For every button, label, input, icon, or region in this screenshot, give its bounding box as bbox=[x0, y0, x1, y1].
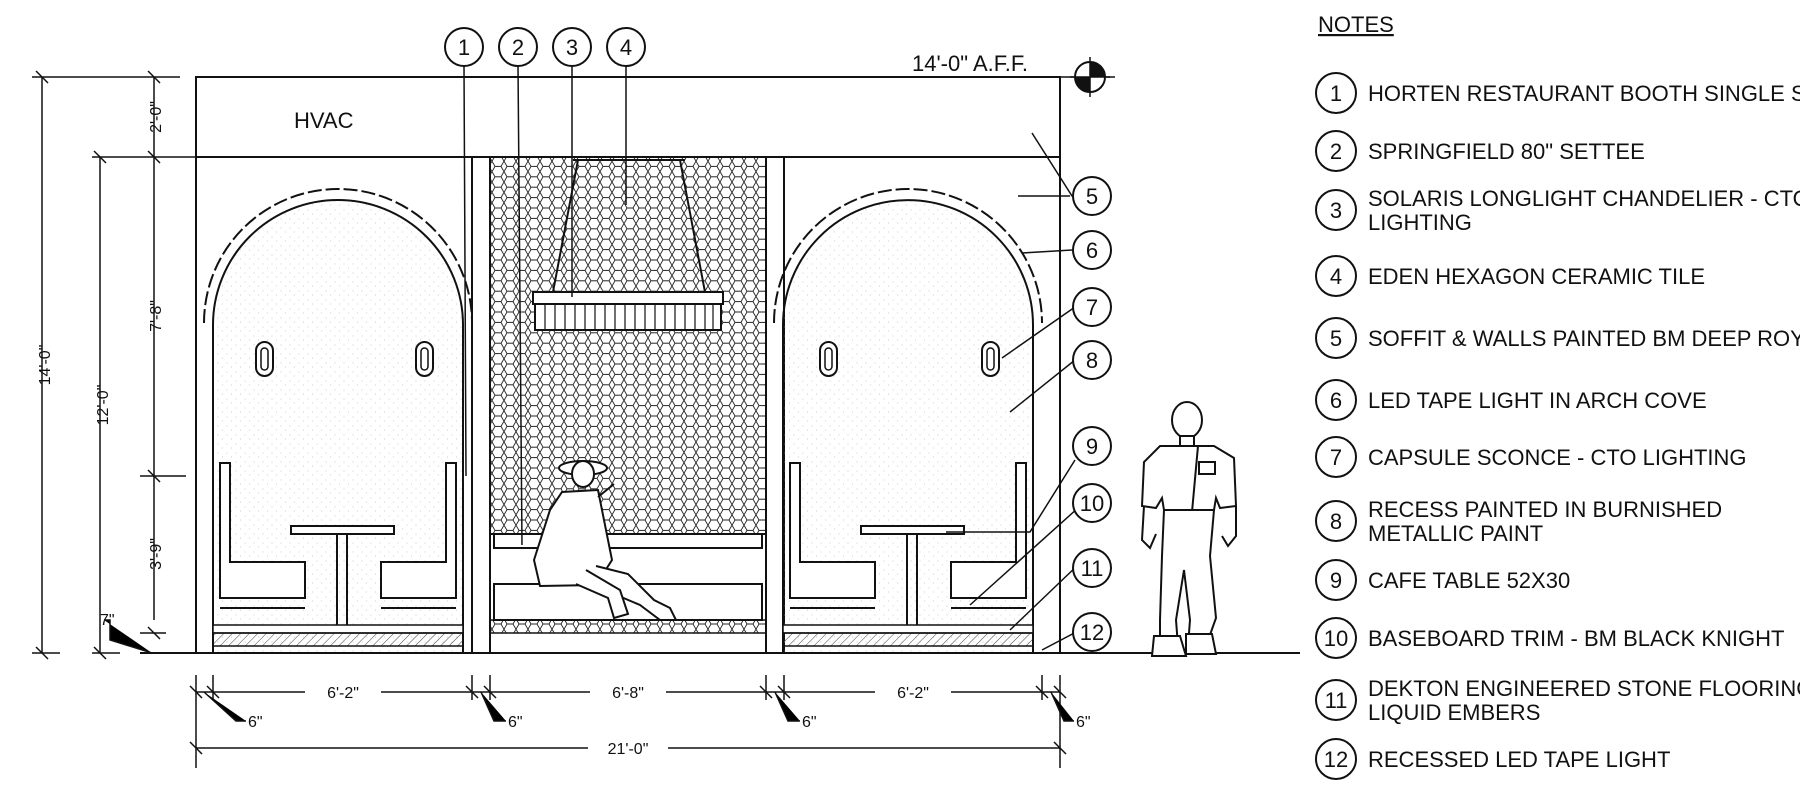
note-number-circle bbox=[1315, 130, 1357, 172]
callout-2-number: 2 bbox=[512, 35, 524, 60]
callout-7-number: 7 bbox=[1086, 295, 1098, 320]
note-number: 6 bbox=[1330, 388, 1342, 413]
hvac-label: HVAC bbox=[294, 108, 354, 133]
callout-12-number: 12 bbox=[1080, 620, 1104, 645]
note-text: SOFFIT & WALLS PAINTED BM DEEP ROYAL bbox=[1368, 326, 1800, 351]
note-number: 11 bbox=[1325, 688, 1348, 713]
note-text: DEKTON ENGINEERED STONE FLOORING bbox=[1368, 676, 1800, 701]
note-number: 10 bbox=[1324, 626, 1348, 651]
note-text: LIQUID EMBERS bbox=[1368, 700, 1540, 725]
note-text: HORTEN RESTAURANT BOOTH SINGLE SEAT bbox=[1368, 81, 1800, 106]
callout-9-number: 9 bbox=[1086, 434, 1098, 459]
callouts-side: 5 6 7 8 9 10 11 12 bbox=[946, 132, 1112, 652]
callout-8-number: 8 bbox=[1086, 348, 1098, 373]
note-item: 2 SPRINGFIELD 80" SETTEE bbox=[1315, 130, 1645, 172]
hexagon-tile-wall bbox=[489, 156, 767, 634]
note-item: 5 SOFFIT & WALLS PAINTED BM DEEP ROYAL bbox=[1315, 317, 1800, 359]
aff-label: 14'-0" A.F.F. bbox=[912, 51, 1028, 76]
note-text: CAFE TABLE 52X30 bbox=[1368, 568, 1570, 593]
dim-pilaster-2: 6" bbox=[508, 714, 523, 731]
note-number: 4 bbox=[1330, 264, 1342, 289]
note-number-circle bbox=[1315, 72, 1357, 114]
note-text: CAPSULE SCONCE - CTO LIGHTING bbox=[1368, 445, 1747, 470]
note-number: 5 bbox=[1330, 326, 1342, 351]
note-number: 12 bbox=[1324, 747, 1348, 772]
note-text: LED TAPE LIGHT IN ARCH COVE bbox=[1368, 388, 1707, 413]
note-number-circle bbox=[1315, 559, 1357, 601]
callout-1-number: 1 bbox=[458, 35, 470, 60]
standing-figure bbox=[1140, 401, 1238, 657]
note-item: 10 BASEBOARD TRIM - BM BLACK KNIGHT bbox=[1315, 617, 1784, 659]
note-text: RECESS PAINTED IN BURNISHED bbox=[1368, 497, 1722, 522]
note-number-circle bbox=[1315, 617, 1357, 659]
dim-overall-width: 21'-0" bbox=[608, 741, 649, 758]
callout-5-number: 5 bbox=[1086, 184, 1098, 209]
note-item: 4 EDEN HEXAGON CERAMIC TILE bbox=[1315, 255, 1705, 297]
note-text: EDEN HEXAGON CERAMIC TILE bbox=[1368, 264, 1705, 289]
dim-pilaster-1: 6" bbox=[248, 714, 263, 731]
note-number-circle bbox=[1315, 189, 1357, 231]
dim-pilaster-4: 6" bbox=[1076, 714, 1091, 731]
note-number: 9 bbox=[1330, 568, 1342, 593]
callout-3-number: 3 bbox=[566, 35, 578, 60]
notes-title: NOTES bbox=[1318, 12, 1394, 37]
callout-11-number: 11 bbox=[1081, 556, 1104, 581]
chandelier bbox=[532, 159, 724, 331]
note-item: 12 RECESSED LED TAPE LIGHT bbox=[1315, 738, 1670, 780]
dim-arch-height: 7'-8" bbox=[148, 300, 165, 332]
note-item: 11 DEKTON ENGINEERED STONE FLOORINGLIQUID… bbox=[1315, 676, 1800, 725]
note-item: 7 CAPSULE SCONCE - CTO LIGHTING bbox=[1315, 436, 1747, 478]
callout-6-number: 6 bbox=[1086, 238, 1098, 263]
dim-overall-height: 14'-0" bbox=[37, 345, 54, 386]
dim-pilaster-3: 6" bbox=[802, 714, 817, 731]
note-number: 1 bbox=[1330, 81, 1342, 106]
note-number-circle bbox=[1315, 500, 1357, 542]
left-booth bbox=[203, 188, 473, 653]
note-number-circle bbox=[1315, 379, 1357, 421]
outer-wall bbox=[195, 76, 1061, 654]
section-target-symbol bbox=[1070, 57, 1110, 97]
note-number-circle bbox=[1315, 317, 1357, 359]
note-number: 7 bbox=[1330, 445, 1342, 470]
note-item: 6 LED TAPE LIGHT IN ARCH COVE bbox=[1315, 379, 1707, 421]
dim-left-booth-width: 6'-2" bbox=[327, 685, 359, 702]
note-item: 1 HORTEN RESTAURANT BOOTH SINGLE SEAT bbox=[1315, 72, 1800, 114]
note-number-circle bbox=[1315, 255, 1357, 297]
seated-figure bbox=[532, 460, 678, 621]
note-item: 9 CAFE TABLE 52X30 bbox=[1315, 559, 1570, 601]
dim-base-height: 7" bbox=[100, 612, 115, 629]
vertical-dimensions bbox=[32, 70, 196, 660]
notes-legend: NOTES 1 HORTEN RESTAURANT BOOTH SINGLE SE… bbox=[1315, 12, 1800, 780]
note-item: 3 SOLARIS LONGLIGHT CHANDELIER - CTOLIGHT… bbox=[1315, 186, 1800, 235]
callouts-top: 1 2 3 4 bbox=[444, 27, 646, 546]
note-number: 3 bbox=[1330, 198, 1342, 223]
note-text: SOLARIS LONGLIGHT CHANDELIER - CTO bbox=[1368, 186, 1800, 211]
note-text: LIGHTING bbox=[1368, 210, 1472, 235]
note-text: METALLIC PAINT bbox=[1368, 521, 1543, 546]
right-booth bbox=[773, 188, 1043, 653]
dim-soffit-height: 12'-0" bbox=[95, 385, 112, 426]
dim-seat-height: 3'-9" bbox=[148, 538, 165, 570]
note-number: 8 bbox=[1330, 509, 1342, 534]
note-number: 2 bbox=[1330, 139, 1342, 164]
note-number-circle bbox=[1315, 679, 1357, 721]
callout-4-number: 4 bbox=[620, 35, 632, 60]
note-number-circle bbox=[1315, 738, 1357, 780]
callout-10-number: 10 bbox=[1080, 491, 1104, 516]
note-text: SPRINGFIELD 80" SETTEE bbox=[1368, 139, 1645, 164]
dim-right-booth-width: 6'-2" bbox=[897, 685, 929, 702]
note-number-circle bbox=[1315, 436, 1357, 478]
dim-soffit-depth: 2'-0" bbox=[148, 101, 165, 133]
dim-settee-width: 6'-8" bbox=[612, 685, 644, 702]
note-text: RECESSED LED TAPE LIGHT bbox=[1368, 747, 1670, 772]
note-text: BASEBOARD TRIM - BM BLACK KNIGHT bbox=[1368, 626, 1784, 651]
